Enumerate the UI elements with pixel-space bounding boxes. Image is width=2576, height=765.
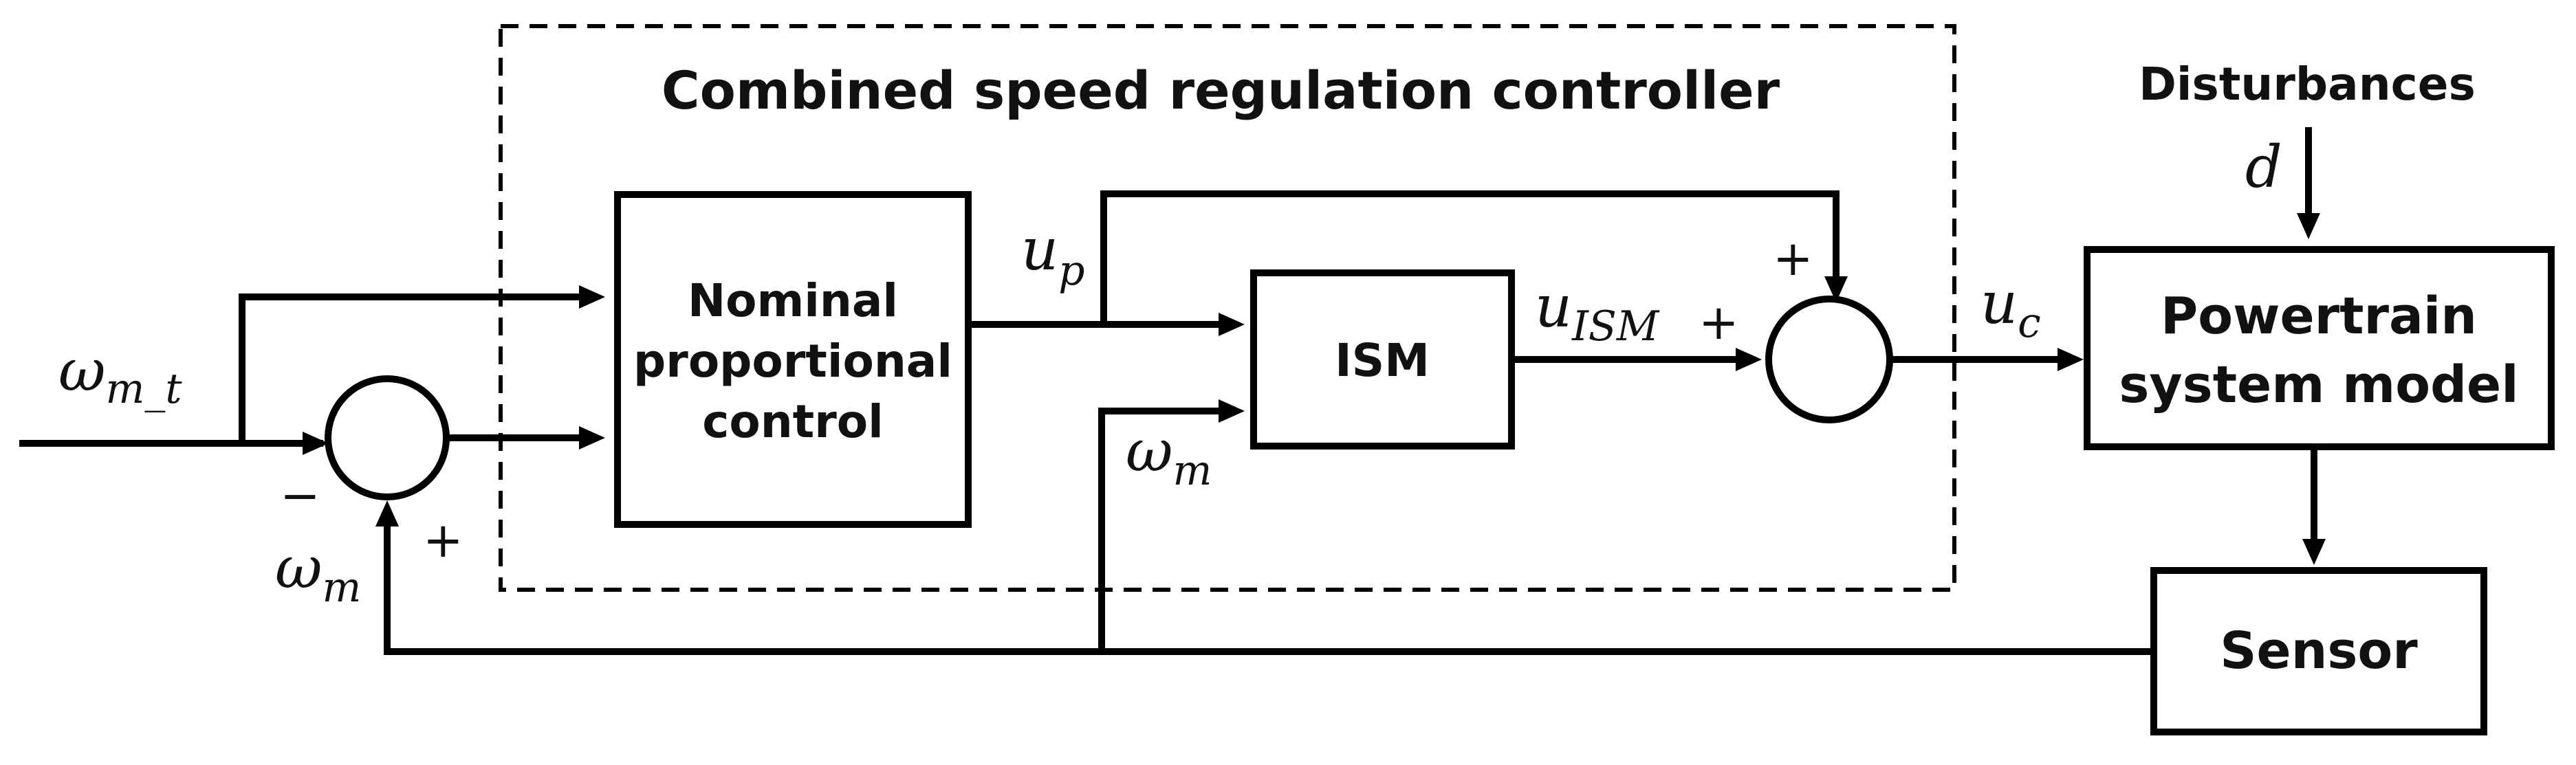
powertrain-label-line-2: system model <box>2119 355 2518 414</box>
controller-boundary <box>499 24 1956 592</box>
up-subscript: p <box>1058 247 1084 295</box>
nominal-block-label-line-1: Nominal <box>688 274 898 327</box>
up-arrowhead <box>1219 313 1245 336</box>
right-sum-plus-left: + <box>1699 294 1739 351</box>
up-symbol: u <box>1021 216 1058 283</box>
powertrain-label-line-1: Powertrain <box>2161 287 2477 346</box>
powertrain-system-model-block <box>2084 246 2555 450</box>
error-summing-junction <box>325 375 450 500</box>
omega-m-to-ism-arrowhead <box>1219 399 1245 423</box>
omega-m-feedback-label: ωm <box>275 534 361 612</box>
up-feedforward-arrowhead <box>1824 276 1848 302</box>
nominal-block-label-line-2: proportional <box>633 335 952 388</box>
uc-label: uc <box>1980 269 2041 347</box>
ism-block <box>1250 269 1515 450</box>
up-label: up <box>1021 216 1085 295</box>
uc-symbol: u <box>1980 269 2018 337</box>
disturbance-d-label: d <box>2245 133 2282 201</box>
omega-mt-subscript: m_t <box>106 365 183 413</box>
feedback-arrowhead <box>375 500 399 526</box>
omega-m-feedback-symbol: ω <box>275 534 323 601</box>
omega-m-ism-symbol: ω <box>1126 417 1173 485</box>
omega-mt-symbol: ω <box>58 337 106 404</box>
omega-m-ism-label: ωm <box>1126 417 1212 495</box>
omega-m-ism-subscript: m <box>1173 447 1212 495</box>
uism-arrowhead <box>1736 348 1762 371</box>
up-feedforward-wire <box>1100 190 1840 324</box>
omega-mt-label: ωm_t <box>58 337 182 413</box>
ism-block-label: ISM <box>1335 334 1430 387</box>
uc-subscript: c <box>2018 299 2041 347</box>
input-arrowhead <box>303 432 329 455</box>
reference-feedforward-wire <box>239 293 591 443</box>
reference-feedforward-arrowhead <box>579 285 605 309</box>
uc-arrowhead <box>2057 348 2084 371</box>
error-arrowhead <box>579 426 605 450</box>
feedback-wire <box>384 515 2154 655</box>
disturbance-arrowhead <box>2297 213 2320 239</box>
uism-subscript: ISM <box>1571 302 1660 351</box>
plant-to-sensor-arrowhead <box>2302 539 2326 565</box>
nominal-proportional-control-block <box>614 191 972 528</box>
uism-label: uISM <box>1535 273 1660 351</box>
left-sum-plus-sign: + <box>423 512 463 568</box>
disturbances-label: Disturbances <box>2139 58 2476 111</box>
nominal-block-label-line-3: control <box>702 395 884 448</box>
uism-symbol: u <box>1535 273 1572 340</box>
omega-m-feedback-subscript: m <box>323 564 362 612</box>
left-sum-minus-sign: − <box>280 467 320 524</box>
sensor-label: Sensor <box>2220 621 2418 680</box>
omega-m-to-ism-wire <box>1098 408 1231 652</box>
control-summing-junction <box>1765 296 1893 423</box>
controller-title: Combined speed regulation controller <box>662 60 1780 121</box>
right-sum-plus-top: + <box>1773 230 1813 287</box>
